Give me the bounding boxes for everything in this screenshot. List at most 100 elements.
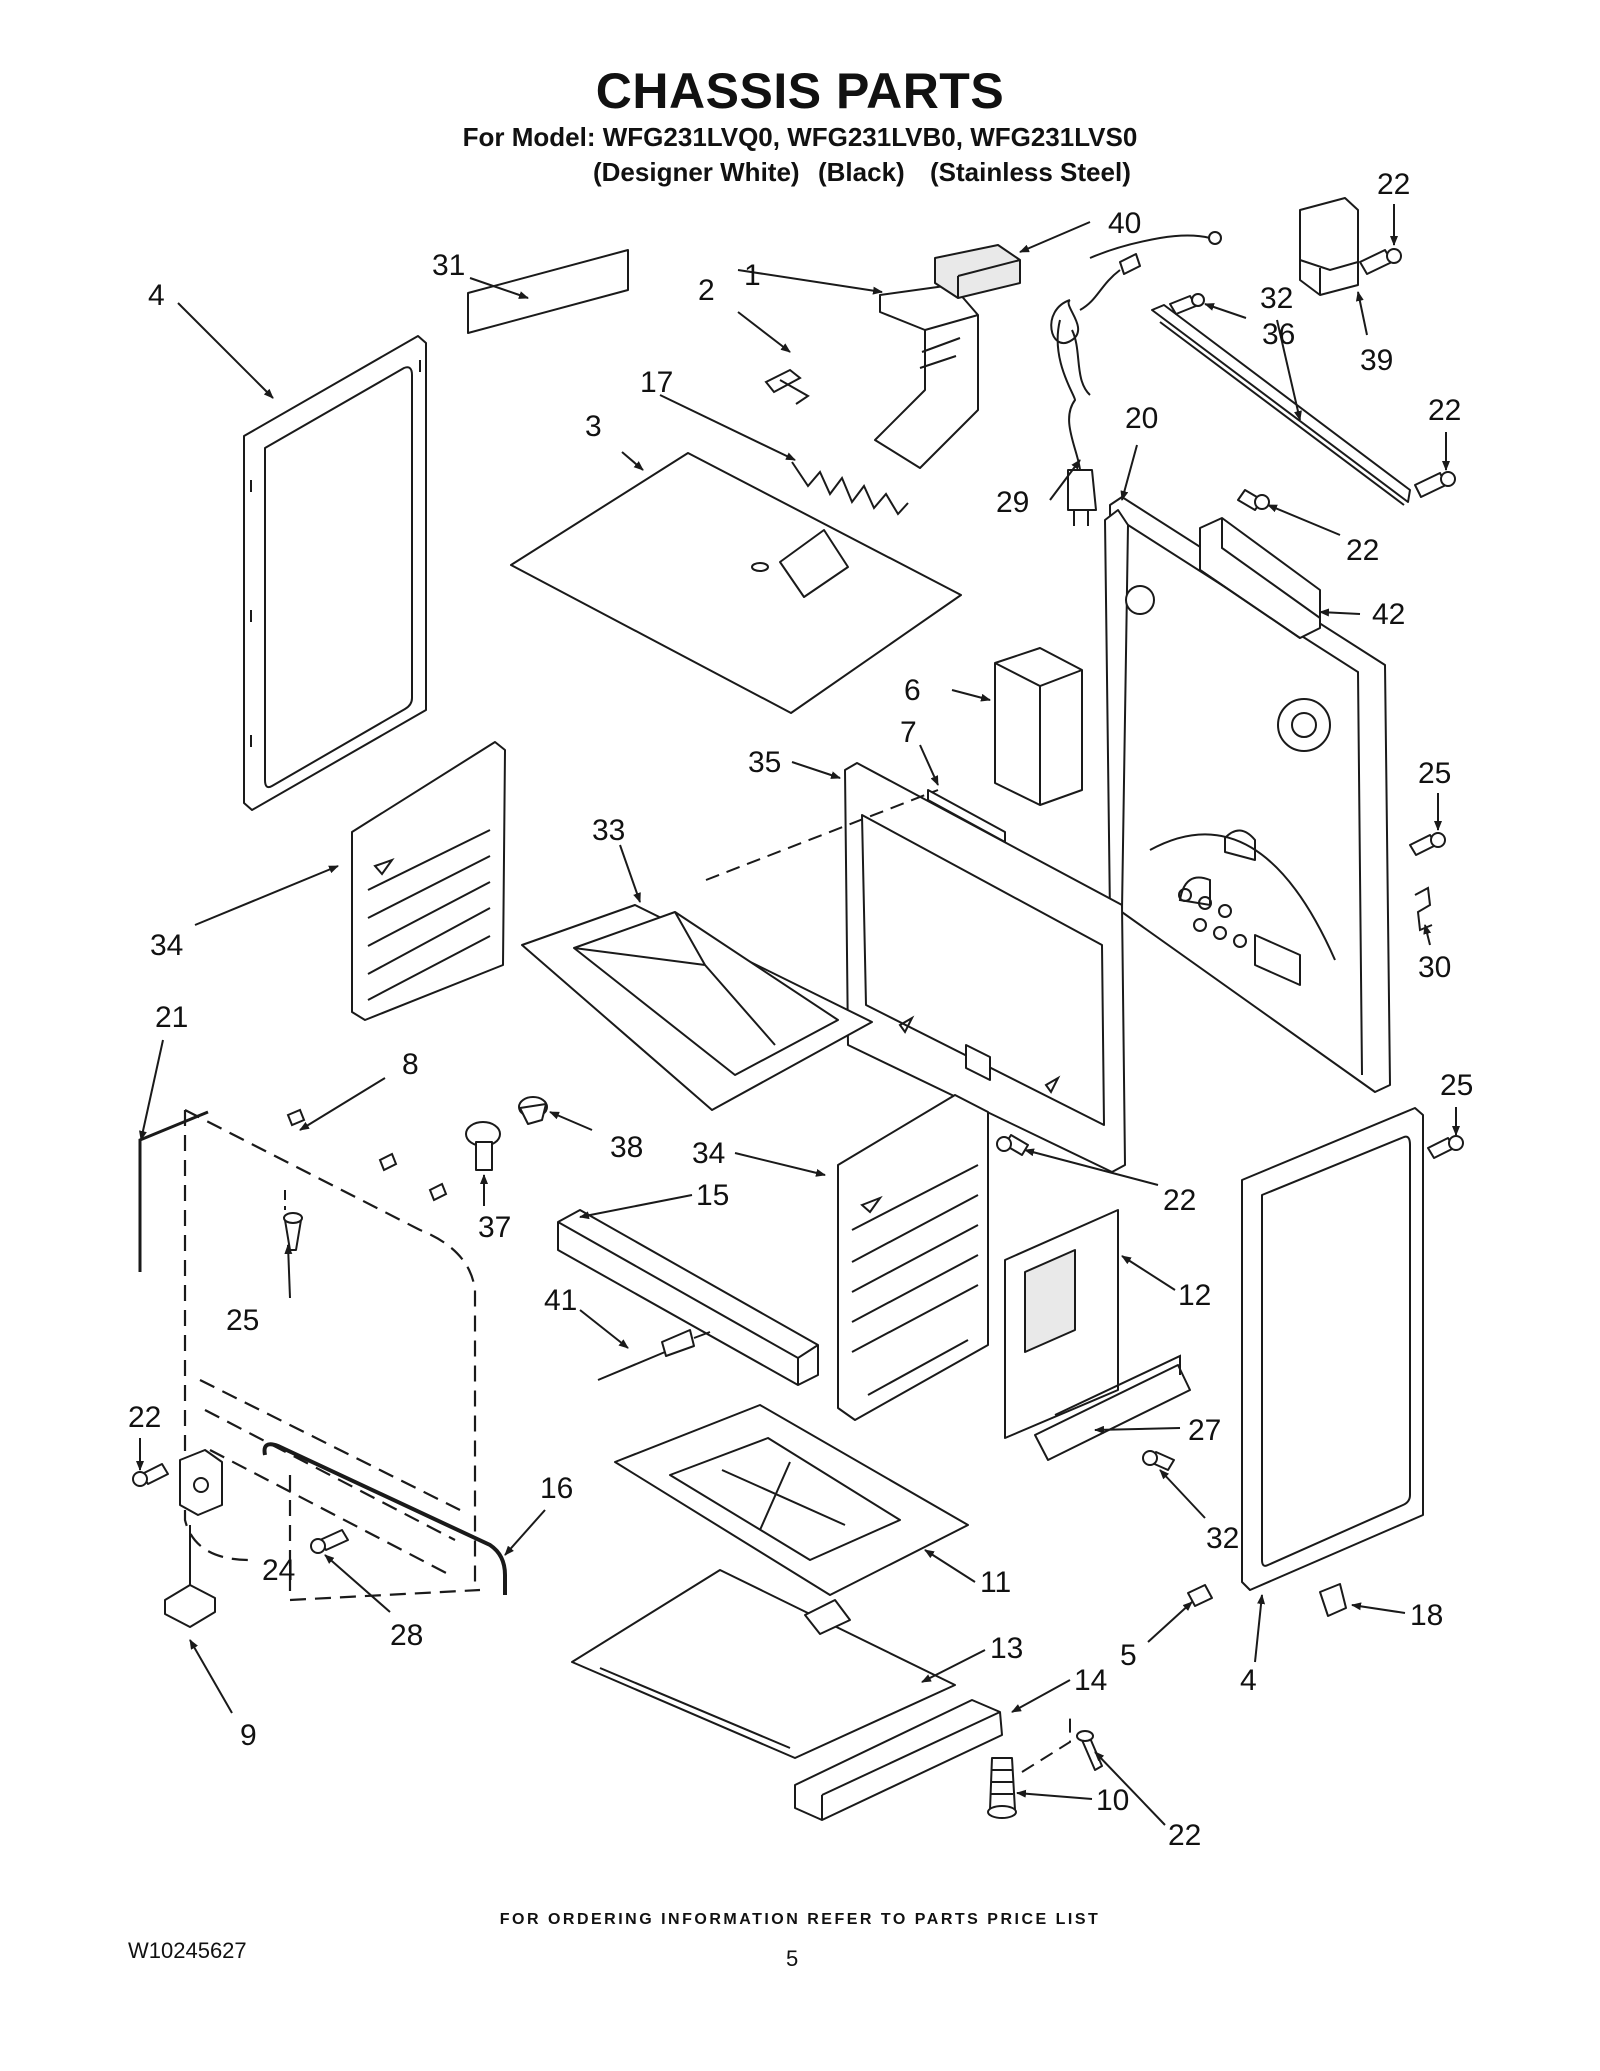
callout-31: 31 — [432, 249, 465, 282]
callout-4-right: 4 — [1240, 1664, 1257, 1697]
screw-32-top — [1169, 293, 1205, 315]
callout-12: 12 — [1178, 1279, 1211, 1312]
callout-15: 15 — [696, 1179, 729, 1212]
screw-22-middle — [996, 1134, 1029, 1156]
callout-37: 37 — [478, 1211, 511, 1244]
part-9-leveling-leg — [164, 1525, 216, 1628]
callout-28: 28 — [390, 1619, 423, 1652]
callout-numbers: 1 2 3 4 4 5 6 7 8 9 10 11 12 13 14 15 16… — [128, 168, 1473, 1852]
part-13-bottom-panel — [571, 1569, 956, 1759]
part-29-power-cord — [1050, 231, 1222, 526]
part-14-rear-rail — [794, 1699, 1003, 1821]
screw-32-bottom — [1142, 1450, 1175, 1471]
part-36-rail — [1151, 304, 1411, 506]
part-34-left-rack-side — [351, 741, 506, 1021]
callout-25-right-lower: 25 — [1440, 1069, 1473, 1102]
part-24-bracket — [179, 1449, 223, 1516]
part-17-strip — [791, 461, 909, 516]
part-30-clip — [1414, 886, 1433, 932]
callout-17: 17 — [640, 366, 673, 399]
callout-14: 14 — [1074, 1664, 1107, 1697]
callout-22-top: 22 — [1377, 168, 1410, 201]
callout-25-right-upper: 25 — [1418, 757, 1451, 790]
callout-34-left: 34 — [150, 929, 183, 962]
callout-11: 11 — [980, 1566, 1011, 1599]
model-line: For Model: WFG231LVQ0, WFG231LVB0, WFG23… — [462, 122, 1138, 152]
part-8-oven-frame — [183, 1108, 481, 1602]
part-18-clip — [1319, 1583, 1347, 1617]
screw-28 — [310, 1529, 349, 1554]
callout-6: 6 — [904, 674, 921, 707]
variant-designer-white: (Designer White) — [593, 157, 800, 187]
callout-32-top: 32 — [1260, 282, 1293, 315]
callout-34-right: 34 — [692, 1137, 725, 1170]
part-21-rod — [138, 1110, 209, 1272]
part-33-bottom-tray — [521, 904, 873, 1111]
variant-stainless-steel: (Stainless Steel) — [930, 157, 1131, 187]
callout-16: 16 — [540, 1472, 573, 1505]
callout-5: 5 — [1120, 1639, 1137, 1672]
callout-4-left: 4 — [148, 279, 165, 312]
part-2-clip — [764, 368, 810, 405]
callout-42: 42 — [1372, 598, 1405, 631]
callout-22-bottom: 22 — [1168, 1819, 1201, 1852]
callout-29: 29 — [996, 486, 1029, 519]
screw-22-left — [132, 1463, 169, 1487]
callout-38: 38 — [610, 1131, 643, 1164]
callout-7: 7 — [900, 716, 917, 749]
callout-1: 1 — [744, 259, 761, 292]
callout-13: 13 — [990, 1632, 1023, 1665]
callout-22-left: 22 — [128, 1401, 161, 1434]
part-34-right-rack-side — [837, 1094, 989, 1421]
screw-22-bracket — [1237, 489, 1270, 511]
leader-lines — [136, 204, 1460, 1826]
callout-21: 21 — [155, 1001, 188, 1034]
callout-22-bracket: 22 — [1346, 534, 1379, 567]
screw-22-right — [1414, 471, 1456, 498]
part-12-glass-panel — [1004, 1209, 1119, 1439]
callout-33: 33 — [592, 814, 625, 847]
callout-40: 40 — [1108, 207, 1141, 240]
callout-35: 35 — [748, 746, 781, 779]
part-6-block — [994, 647, 1083, 806]
part-11-broil-pan — [614, 1404, 969, 1596]
callout-3: 3 — [585, 410, 602, 443]
part-40-cover — [934, 244, 1021, 299]
part-3-top-panel — [510, 452, 962, 714]
ordering-note: FOR ORDERING INFORMATION REFER TO PARTS … — [499, 1911, 1101, 1928]
callout-20: 20 — [1125, 402, 1158, 435]
callout-8: 8 — [402, 1048, 419, 1081]
document-number: W10245627 — [128, 1938, 247, 1963]
callout-10: 10 — [1096, 1784, 1129, 1817]
callout-25-left: 25 — [226, 1304, 259, 1337]
callout-2: 2 — [698, 274, 715, 307]
part-38-fitting — [518, 1096, 548, 1125]
screw-22-bottom — [1076, 1730, 1103, 1771]
part-20-back-panel — [1104, 496, 1391, 1093]
part-4-left-side-panel — [243, 335, 427, 811]
callout-30: 30 — [1418, 951, 1451, 984]
variant-black: (Black) — [818, 157, 905, 187]
part-37-fitting — [465, 1121, 501, 1171]
callout-22-middle: 22 — [1163, 1184, 1196, 1217]
part-4-right-side-panel — [1241, 1107, 1424, 1591]
part-16-gas-tube — [262, 1442, 507, 1595]
part-39-bracket — [1299, 197, 1359, 296]
callout-24: 24 — [262, 1554, 295, 1587]
screw-22-top-right — [1359, 248, 1402, 275]
part-27-trim — [1034, 1354, 1191, 1461]
page-number: 5 — [786, 1946, 799, 1971]
callout-22-right: 22 — [1428, 394, 1461, 427]
part-1-bracket — [874, 284, 979, 469]
part-42-bracket — [1199, 517, 1321, 639]
page-title: CHASSIS PARTS — [595, 63, 1005, 119]
callout-27: 27 — [1188, 1414, 1221, 1447]
part-35-front-frame — [844, 762, 1126, 1173]
part-10-spring — [987, 1757, 1017, 1819]
callout-18: 18 — [1410, 1599, 1443, 1632]
part-15-front-rail — [557, 1209, 819, 1386]
callout-41: 41 — [544, 1284, 577, 1317]
screw-25-left — [283, 1212, 303, 1251]
callout-32-bottom: 32 — [1206, 1522, 1239, 1555]
